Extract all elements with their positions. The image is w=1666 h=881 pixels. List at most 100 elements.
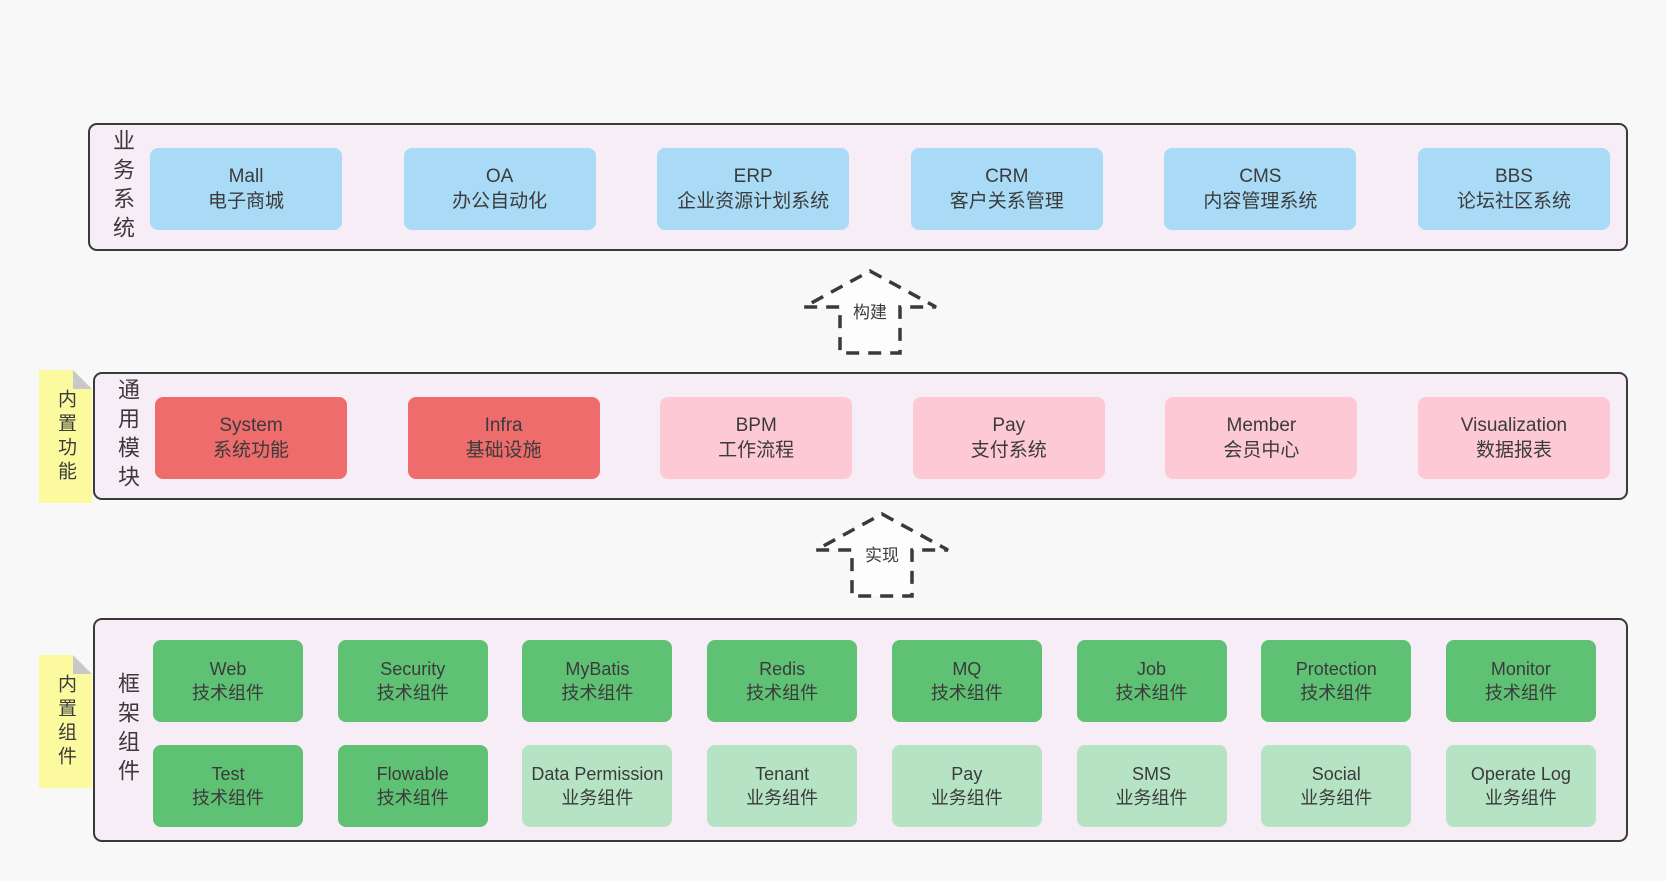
box-desc: 业务组件: [930, 788, 1003, 808]
box-title: Data Permission: [531, 764, 664, 784]
box-infra: Infra 基础设施: [407, 397, 600, 479]
arrow-label: 构建: [850, 298, 890, 323]
box-pay: Pay 业务组件: [891, 745, 1042, 827]
box-title: Social: [1311, 764, 1361, 784]
box-security: Security 技术组件: [337, 640, 488, 722]
box-desc: 系统功能: [212, 440, 289, 461]
box-title: Mall: [228, 166, 264, 187]
box-member: Member 会员中心: [1165, 397, 1358, 479]
box-mybatis: MyBatis 技术组件: [522, 640, 673, 722]
box-title: ERP: [733, 166, 773, 187]
box-title: Protection: [1295, 659, 1377, 679]
box-crm: CRM 客户关系管理: [910, 148, 1103, 230]
box-title: Member: [1226, 415, 1297, 436]
box-desc: 内容管理系统: [1203, 191, 1318, 212]
box-oa: OA 办公自动化: [403, 148, 596, 230]
box-pay: Pay 支付系统: [912, 397, 1105, 479]
box-title: Operate Log: [1470, 764, 1571, 784]
box-desc: 技术组件: [930, 683, 1003, 703]
note-fold-icon: [73, 655, 92, 674]
box-desc: 电子商城: [207, 191, 284, 212]
box-desc: 工作流程: [718, 440, 795, 461]
box-data-permission: Data Permission 业务组件: [522, 745, 673, 827]
box-title: Job: [1137, 659, 1167, 679]
box-desc: 业务组件: [561, 788, 634, 808]
box-cms: CMS 内容管理系统: [1164, 148, 1357, 230]
box-redis: Redis 技术组件: [707, 640, 858, 722]
box-desc: 业务组件: [1300, 788, 1373, 808]
box-title: CMS: [1239, 166, 1282, 187]
box-desc: 会员中心: [1223, 440, 1300, 461]
box-mall: Mall 电子商城: [150, 148, 342, 230]
box-visualization: Visualization 数据报表: [1417, 397, 1610, 479]
box-title: Test: [211, 764, 245, 784]
box-desc: 支付系统: [970, 440, 1047, 461]
box-title: Redis: [759, 659, 806, 679]
box-title: SMS: [1132, 764, 1172, 784]
box-title: OA: [485, 166, 514, 187]
note-fold-icon: [73, 370, 92, 389]
box-desc: 办公自动化: [452, 191, 548, 212]
layer-side-label: 通用模块: [115, 378, 140, 494]
box-title: Security: [380, 659, 446, 679]
box-desc: 技术组件: [192, 788, 264, 808]
box-operate-log: Operate Log 业务组件: [1445, 745, 1596, 827]
layer-side-label: 框架组件: [115, 672, 140, 788]
box-web: Web 技术组件: [153, 640, 303, 722]
box-title: Pay: [951, 764, 983, 784]
box-test: Test 技术组件: [153, 745, 303, 827]
sticky-note-builtin-functions: 内置功能: [39, 370, 92, 503]
note-label: 内置功能: [55, 388, 76, 485]
note-label: 内置组件: [55, 673, 76, 770]
box-title: Pay: [992, 415, 1026, 436]
arrow-implement: 实现: [812, 510, 952, 600]
box-mq: MQ 技术组件: [891, 640, 1042, 722]
box-title: CRM: [985, 166, 1029, 187]
box-title: Flowable: [376, 764, 449, 784]
box-monitor: Monitor 技术组件: [1445, 640, 1596, 722]
box-row: Mall 电子商城 OA 办公自动化 ERP 企业资源计划系统 CRM 客户关系管理 CMS 内容…: [150, 148, 1610, 230]
box-desc: 技术组件: [1115, 683, 1188, 703]
box-desc: 技术组件: [376, 683, 449, 703]
box-sms: SMS 业务组件: [1076, 745, 1227, 827]
layer-common-modules: 通用模块 System 系统功能 Infra 基础设施 BPM 工作流程 Pay 支付系统 Me…: [93, 372, 1628, 500]
box-title: Infra: [484, 415, 523, 436]
box-desc: 技术组件: [746, 683, 819, 703]
box-system: System 系统功能: [155, 397, 347, 479]
box-desc: 业务组件: [746, 788, 819, 808]
layer-side-label: 业务系统: [110, 129, 135, 245]
box-desc: 技术组件: [561, 683, 634, 703]
box-desc: 数据报表: [1475, 440, 1552, 461]
box-protection: Protection 技术组件: [1261, 640, 1412, 722]
box-row: System 系统功能 Infra 基础设施 BPM 工作流程 Pay 支付系统 Member 会…: [155, 397, 1610, 479]
box-title: Web: [209, 659, 247, 679]
box-erp: ERP 企业资源计划系统: [657, 148, 850, 230]
box-desc: 技术组件: [376, 788, 449, 808]
box-tenant: Tenant 业务组件: [707, 745, 858, 827]
box-title: MQ: [952, 659, 982, 679]
box-desc: 技术组件: [1300, 683, 1373, 703]
box-desc: 客户关系管理: [949, 191, 1064, 212]
box-title: System: [219, 415, 283, 436]
box-desc: 技术组件: [1484, 683, 1557, 703]
box-desc: 业务组件: [1115, 788, 1188, 808]
box-desc: 企业资源计划系统: [677, 191, 830, 212]
box-title: BPM: [735, 415, 777, 436]
layer-business-systems: 业务系统 Mall 电子商城 OA 办公自动化 ERP 企业资源计划系统 CRM 客户关系管理…: [88, 123, 1628, 251]
box-title: BBS: [1494, 166, 1533, 187]
box-title: Visualization: [1460, 415, 1568, 436]
box-job: Job 技术组件: [1076, 640, 1227, 722]
arrow-label: 实现: [862, 541, 902, 566]
box-title: Monitor: [1490, 659, 1551, 679]
box-flowable: Flowable 技术组件: [337, 745, 488, 827]
box-title: MyBatis: [565, 659, 630, 679]
box-desc: 业务组件: [1484, 788, 1557, 808]
box-desc: 基础设施: [465, 440, 542, 461]
box-title: Tenant: [755, 764, 810, 784]
box-desc: 技术组件: [192, 683, 264, 703]
